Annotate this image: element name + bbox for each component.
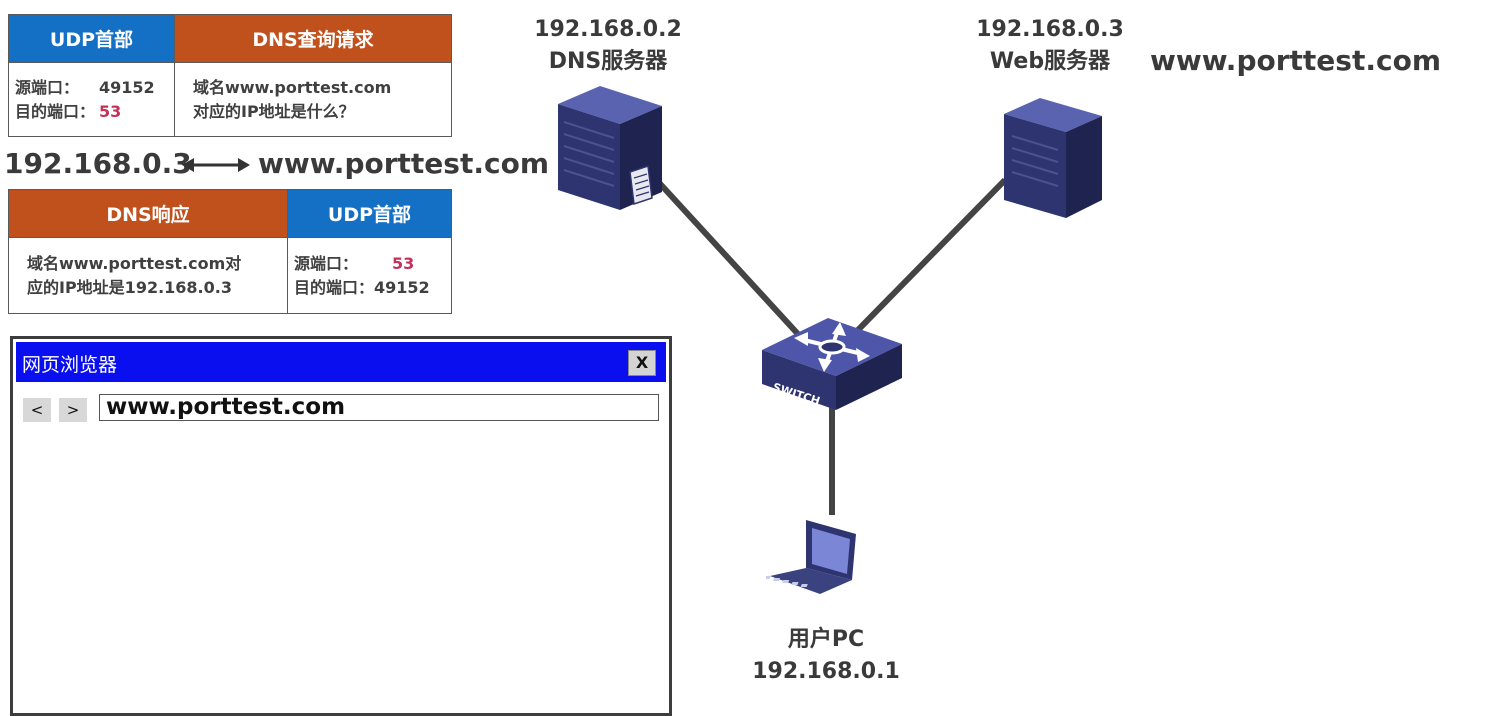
back-button[interactable]: < <box>23 398 51 422</box>
forward-button[interactable]: > <box>59 398 87 422</box>
dns-server-icon <box>558 86 662 210</box>
query-question: 域名www.porttest.com 对应的IP地址是什么？ <box>174 62 452 137</box>
dns-query-packet: UDP首部 DNS查询请求 源端口： 49152 目的端口：53 域名www.po… <box>8 14 452 137</box>
query-udp-header: UDP首部 <box>8 14 175 63</box>
browser-window: 网页浏览器 X < > www.porttest.com <box>10 336 672 716</box>
double-arrow-icon <box>182 158 250 172</box>
address-bar[interactable]: www.porttest.com <box>99 394 659 421</box>
laptop-icon <box>766 520 856 594</box>
web-server-ip: 192.168.0.3 <box>976 17 1124 42</box>
mapping-domain: www.porttest.com <box>258 147 549 180</box>
query-udp-ports: 源端口： 49152 目的端口：53 <box>8 62 175 137</box>
response-src-port-label: 源端口： <box>294 253 359 273</box>
response-udp-header: UDP首部 <box>287 189 452 238</box>
dns-server-ip: 192.168.0.2 <box>534 17 682 42</box>
dns-server-name: DNS服务器 <box>548 49 668 74</box>
close-button[interactable]: X <box>628 350 656 376</box>
browser-titlebar: 网页浏览器 X <box>16 342 666 382</box>
query-dst-port-label: 目的端口： <box>15 101 96 121</box>
dns-server-label: 192.168.0.2 DNS服务器 <box>528 14 688 78</box>
link-web-switch <box>855 177 1008 333</box>
query-src-port-value: 49152 <box>99 77 155 97</box>
response-dst-port-label: 目的端口： <box>294 277 375 297</box>
response-dst-port-value: 49152 <box>374 277 430 297</box>
link-dns-switch <box>649 172 811 348</box>
response-answer-line2: 应的IP地址是192.168.0.3 <box>27 277 232 297</box>
dns-response-packet: DNS响应 UDP首部 域名www.porttest.com对 应的IP地址是1… <box>8 189 452 314</box>
user-pc-label: 用户PC 192.168.0.1 <box>746 624 906 688</box>
response-udp-ports: 源端口： 53 目的端口：49152 <box>287 237 452 314</box>
query-src-port-label: 源端口： <box>15 77 80 97</box>
query-dst-port-value: 53 <box>99 101 122 121</box>
browser-title: 网页浏览器 <box>22 354 118 376</box>
query-question-line1: 域名www.porttest.com <box>193 77 392 97</box>
response-dns-title: DNS响应 <box>8 189 288 238</box>
web-server-domain: www.porttest.com <box>1150 44 1441 77</box>
response-answer: 域名www.porttest.com对 应的IP地址是192.168.0.3 <box>8 237 288 314</box>
web-server-icon <box>1004 98 1102 218</box>
response-answer-line1: 域名www.porttest.com对 <box>27 253 242 273</box>
switch-icon: SWITCH <box>762 318 902 410</box>
web-server-name: Web服务器 <box>989 49 1111 74</box>
query-dns-title: DNS查询请求 <box>174 14 452 63</box>
response-src-port-value: 53 <box>392 253 415 273</box>
web-server-label: 192.168.0.3 Web服务器 <box>970 14 1130 78</box>
query-question-line2: 对应的IP地址是什么？ <box>193 101 355 121</box>
user-pc-ip: 192.168.0.1 <box>752 659 900 684</box>
user-pc-name: 用户PC <box>787 627 865 652</box>
mapping-ip: 192.168.0.3 <box>4 147 192 180</box>
